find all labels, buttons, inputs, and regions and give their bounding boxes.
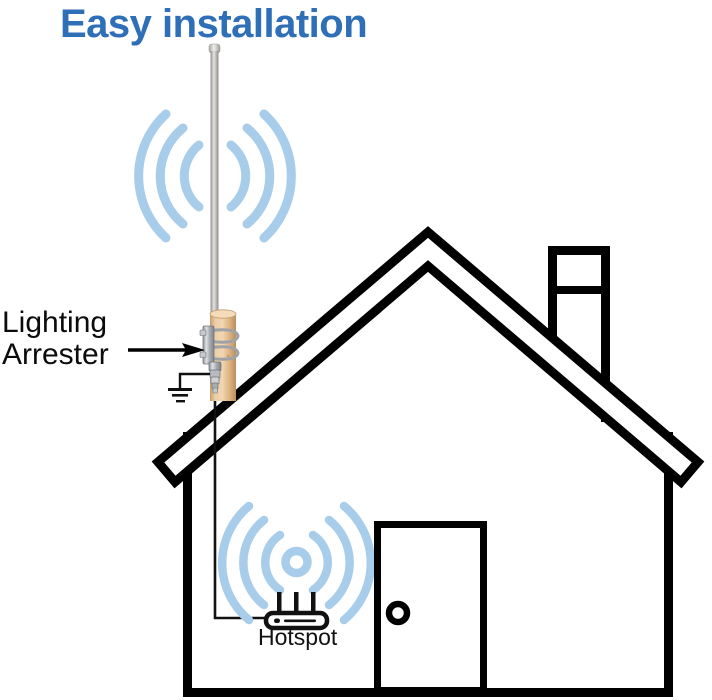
roof-outline xyxy=(151,226,705,489)
wifi-center-ring-icon xyxy=(281,546,312,578)
hotspot-label: Hotspot xyxy=(258,624,338,650)
house-right-wall xyxy=(664,432,673,697)
coax-cable-icon xyxy=(213,368,278,620)
lightning-arrester-label: Lighting Arrester xyxy=(2,306,109,371)
door-icon xyxy=(374,521,487,694)
wifi-router-icon xyxy=(263,592,330,631)
antenna-mast-icon xyxy=(208,43,221,339)
house-left-wall xyxy=(183,432,192,697)
ground-symbol-icon xyxy=(168,372,210,403)
roof-slab xyxy=(151,226,705,489)
wifi-broadcast-icon xyxy=(218,501,375,625)
doorknob-icon xyxy=(385,600,411,626)
page-title: Easy installation xyxy=(60,2,368,46)
arrow-right-icon xyxy=(128,343,205,357)
wifi-waves-icon xyxy=(134,109,296,243)
lightning-arrester-icon xyxy=(199,325,240,394)
